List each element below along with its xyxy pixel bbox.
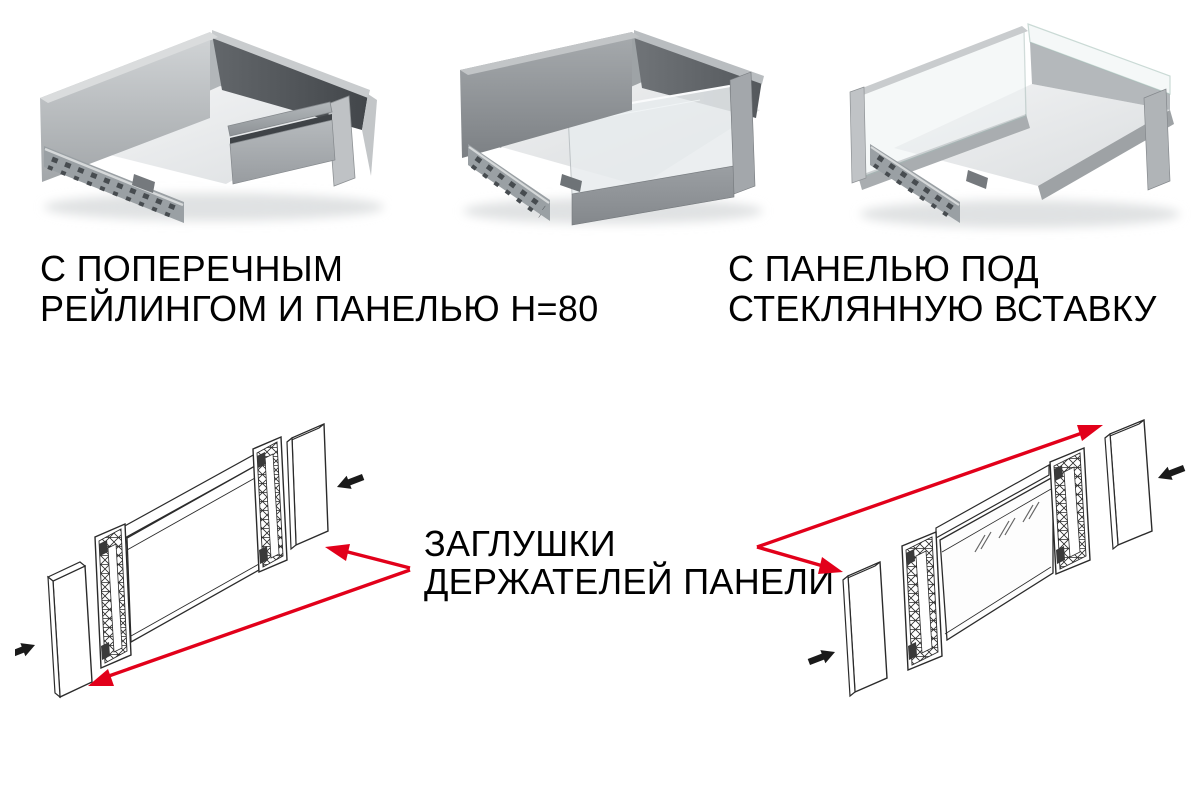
front-post bbox=[1143, 88, 1171, 191]
insert-direction-arrow bbox=[334, 470, 366, 494]
caption-line: С ПАНЕЛЬЮ ПОД bbox=[728, 248, 1039, 289]
glass-panel bbox=[939, 475, 1054, 642]
drawer-glass-panel-image bbox=[450, 18, 780, 238]
back-wall bbox=[1030, 42, 1170, 110]
drawer-slide bbox=[870, 144, 960, 223]
exploded-diagram-solid-panel bbox=[15, 422, 411, 699]
caption-crossrail: С ПОПЕРЕЧНЫМ РЕЙЛИНГОМ И ПАНЕЛЬЮ Н=80 bbox=[40, 249, 599, 329]
brand-label-chip bbox=[966, 170, 988, 189]
holder-cap-left bbox=[46, 561, 93, 699]
caption-line: ЗАГЛУШКИ bbox=[424, 523, 616, 564]
drawer-side-outer bbox=[40, 32, 210, 182]
drawer-bottom bbox=[82, 86, 356, 184]
glass-back-pane bbox=[1027, 23, 1171, 95]
drawer-glass-insert-render bbox=[849, 23, 1180, 228]
drop-shadow bbox=[860, 200, 1180, 228]
holder-cap-right bbox=[286, 422, 329, 551]
panel-holder-right bbox=[1049, 446, 1091, 576]
panel-holder-right bbox=[252, 435, 288, 574]
caption-line: СТЕКЛЯННУЮ ВСТАВКУ bbox=[728, 288, 1157, 329]
glass-hatch-marks bbox=[974, 501, 1040, 553]
brand-label-chip bbox=[132, 174, 155, 193]
cross-rail bbox=[227, 101, 333, 137]
red-pointer-arrow bbox=[88, 544, 411, 686]
holder-cap-right bbox=[1104, 418, 1153, 551]
glass-top-profile bbox=[852, 26, 1028, 97]
drop-shadow bbox=[44, 193, 384, 221]
corner-post bbox=[849, 86, 867, 184]
front-post bbox=[729, 71, 756, 195]
caption-line: С ПОПЕРЕЧНЫМ bbox=[40, 248, 344, 289]
drawer-crossrail-render bbox=[40, 30, 384, 223]
caption-plugs: ЗАГЛУШКИ ДЕРЖАТЕЛЕЙ ПАНЕЛИ bbox=[424, 525, 834, 601]
drawer-bottom bbox=[894, 84, 1170, 186]
panel-holder-exploded-right-diagram bbox=[740, 400, 1188, 725]
holder-cap-left bbox=[842, 560, 888, 698]
drawer-crossrail-image bbox=[32, 8, 392, 240]
insert-direction-arrow bbox=[806, 645, 838, 669]
panel-holder-left bbox=[94, 522, 132, 670]
panel-h80 bbox=[229, 119, 336, 185]
drawer-slide bbox=[44, 146, 184, 223]
insert-direction-arrow bbox=[15, 638, 38, 662]
drawer-glass-panel-render bbox=[460, 30, 764, 226]
panel-holder-left bbox=[901, 530, 943, 672]
drawer-glass-insert-image bbox=[848, 8, 1192, 248]
caption-line: РЕЙЛИНГОМ И ПАНЕЛЬЮ Н=80 bbox=[40, 288, 599, 329]
insert-direction-arrow bbox=[1155, 461, 1187, 485]
drawer-slide bbox=[468, 144, 550, 221]
caption-glass-insert: С ПАНЕЛЬЮ ПОД СТЕКЛЯННУЮ ВСТАВКУ bbox=[728, 249, 1157, 329]
caption-line: ДЕРЖАТЕЛЕЙ ПАНЕЛИ bbox=[424, 561, 835, 602]
panel-holder-exploded-left-diagram bbox=[15, 398, 425, 723]
brand-label-chip bbox=[560, 174, 582, 192]
red-pointer-arrow bbox=[756, 425, 1103, 574]
exploded-diagram-glass-panel bbox=[756, 418, 1187, 698]
glass-panel-plinth bbox=[571, 165, 735, 226]
